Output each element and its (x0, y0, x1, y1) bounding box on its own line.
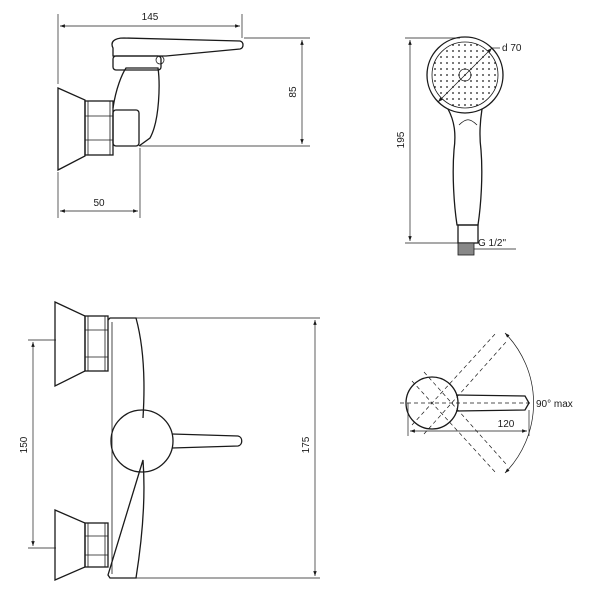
shower-connector (457, 224, 479, 244)
side-view: 145 85 50 (57, 12, 310, 218)
lever-pos-up (411, 332, 507, 435)
front-knob (110, 409, 174, 473)
front-mixer-body (107, 317, 145, 579)
hand-shower-view: d 70 195 G 1/2" (396, 36, 522, 256)
dim-reach-120: 120 (498, 419, 515, 430)
front-top-nut (84, 315, 109, 372)
rotation-arc (504, 332, 534, 474)
dim-rotation-90-max: 90° max (536, 399, 573, 410)
dim-height-175: 175 (301, 436, 312, 453)
shower-thread (457, 242, 475, 256)
lever-pos-down (411, 371, 507, 474)
lever-rotation-view: 120 90° max (400, 332, 573, 474)
front-top-flange (54, 300, 86, 388)
side-hex-nut (84, 100, 114, 156)
side-mixer-body (112, 67, 160, 147)
side-lever (111, 37, 244, 57)
top-knob (405, 376, 459, 430)
dim-height-85: 85 (288, 86, 299, 98)
front-view: 150 175 (19, 300, 320, 581)
dim-depth-50: 50 (93, 198, 105, 209)
side-wall-flange (57, 86, 86, 172)
side-connector (112, 109, 140, 147)
dim-spacing-150: 150 (19, 436, 30, 453)
dim-width-145: 145 (142, 12, 159, 23)
shower-head-outer (426, 36, 504, 114)
front-bottom-nut (84, 522, 109, 568)
shower-handle (447, 108, 483, 226)
front-bottom-flange (54, 509, 86, 581)
dim-length-195: 195 (396, 131, 407, 148)
front-lever (171, 433, 243, 449)
top-lever (455, 394, 530, 412)
dim-thread-g12: G 1/2" (478, 238, 506, 249)
dim-diameter-d70: d 70 (502, 43, 522, 54)
